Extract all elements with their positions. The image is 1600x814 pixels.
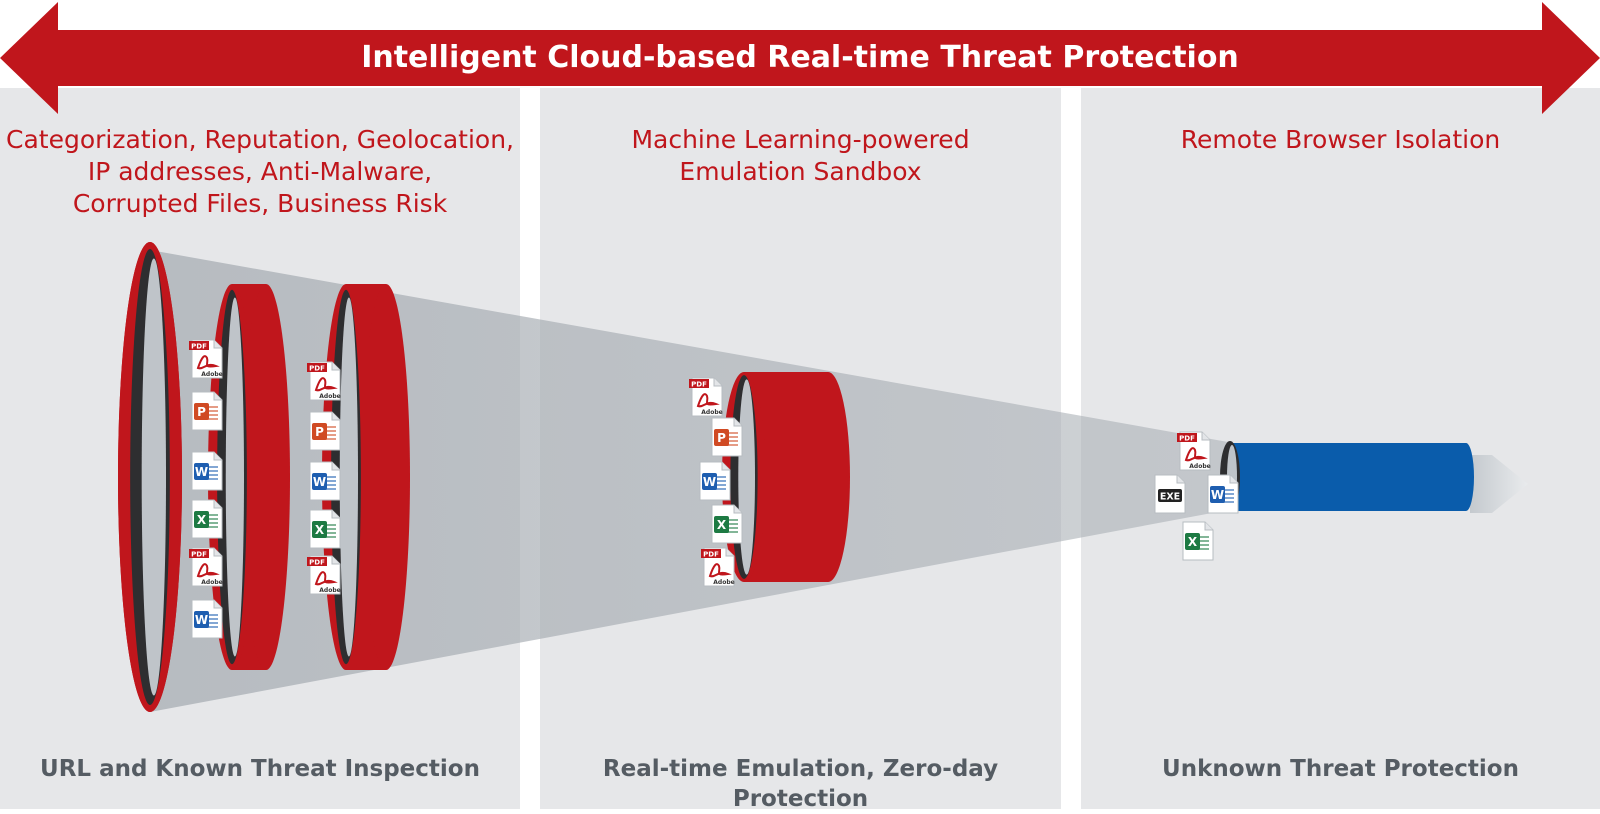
powerpoint-file-icon: P bbox=[309, 411, 341, 451]
ring-1 bbox=[118, 242, 182, 712]
svg-text:X: X bbox=[315, 523, 325, 537]
ring-sandbox bbox=[722, 372, 850, 582]
stage-1-heading: Categorization, Reputation, Geolocation,… bbox=[5, 125, 514, 218]
svg-text:P: P bbox=[717, 431, 726, 445]
svg-text:Adobe: Adobe bbox=[201, 579, 222, 586]
svg-text:PDF: PDF bbox=[703, 551, 719, 559]
stage-3-heading: Remote Browser Isolation bbox=[1180, 125, 1501, 154]
banner-title: Intelligent Cloud-based Real-time Threat… bbox=[361, 40, 1239, 75]
svg-text:PDF: PDF bbox=[309, 559, 325, 567]
word-file-icon: W bbox=[699, 461, 731, 501]
svg-text:W: W bbox=[195, 465, 208, 479]
svg-text:X: X bbox=[1188, 535, 1198, 549]
svg-text:Adobe: Adobe bbox=[713, 579, 734, 586]
svg-text:Adobe: Adobe bbox=[201, 371, 222, 378]
svg-text:X: X bbox=[197, 513, 207, 527]
powerpoint-file-icon: P bbox=[711, 417, 743, 457]
banner-double-arrow bbox=[0, 2, 1600, 114]
stage-2-footer: Real-time Emulation, Zero-day Protection bbox=[602, 756, 999, 812]
word-file-icon: W bbox=[309, 461, 341, 501]
isolation-tube bbox=[1220, 441, 1474, 513]
word-file-icon: W bbox=[191, 451, 223, 491]
file-icons: PDFAdobePWXPDFAdobeWPDFAdobePWXPDFAdobeP… bbox=[189, 339, 1239, 639]
excel-file-icon: X bbox=[1182, 521, 1214, 561]
svg-text:W: W bbox=[195, 613, 208, 627]
svg-text:PDF: PDF bbox=[691, 381, 707, 389]
svg-text:Adobe: Adobe bbox=[1189, 463, 1210, 470]
exe-file-icon: EXE bbox=[1154, 474, 1186, 514]
pdf-file-icon: PDF Adobe bbox=[189, 547, 223, 587]
funnel-beam bbox=[150, 250, 1228, 712]
inspection-rings bbox=[118, 242, 850, 712]
pdf-file-icon: PDF Adobe bbox=[307, 555, 341, 595]
powerpoint-file-icon: P bbox=[191, 391, 223, 431]
svg-text:W: W bbox=[1211, 488, 1224, 502]
stage-3-footer: Unknown Threat Protection bbox=[1162, 756, 1519, 782]
excel-file-icon: X bbox=[191, 499, 223, 539]
pdf-file-icon: PDF Adobe bbox=[701, 547, 735, 587]
svg-text:PDF: PDF bbox=[1179, 435, 1195, 443]
stage-1-footer: URL and Known Threat Inspection bbox=[40, 756, 480, 782]
svg-text:Adobe: Adobe bbox=[701, 409, 722, 416]
excel-file-icon: X bbox=[309, 509, 341, 549]
isolation-tip bbox=[1470, 455, 1528, 513]
pdf-file-icon: PDF Adobe bbox=[189, 339, 223, 379]
word-file-icon: W bbox=[191, 599, 223, 639]
word-file-icon: W bbox=[1207, 474, 1239, 514]
pdf-file-icon: PDF Adobe bbox=[689, 377, 723, 417]
svg-text:W: W bbox=[703, 475, 716, 489]
svg-text:X: X bbox=[717, 518, 727, 532]
svg-text:Adobe: Adobe bbox=[319, 587, 340, 594]
svg-text:PDF: PDF bbox=[191, 551, 207, 559]
svg-text:W: W bbox=[313, 475, 326, 489]
svg-text:P: P bbox=[197, 405, 206, 419]
svg-text:Adobe: Adobe bbox=[319, 393, 340, 400]
pdf-file-icon: PDF Adobe bbox=[307, 361, 341, 401]
pdf-file-icon: PDF Adobe bbox=[1177, 431, 1211, 471]
svg-text:EXE: EXE bbox=[1160, 492, 1180, 503]
svg-text:PDF: PDF bbox=[309, 365, 325, 373]
svg-text:P: P bbox=[315, 425, 324, 439]
excel-file-icon: X bbox=[711, 504, 743, 544]
stage-2-heading: Machine Learning-powered Emulation Sandb… bbox=[631, 125, 970, 186]
svg-text:PDF: PDF bbox=[191, 343, 207, 351]
